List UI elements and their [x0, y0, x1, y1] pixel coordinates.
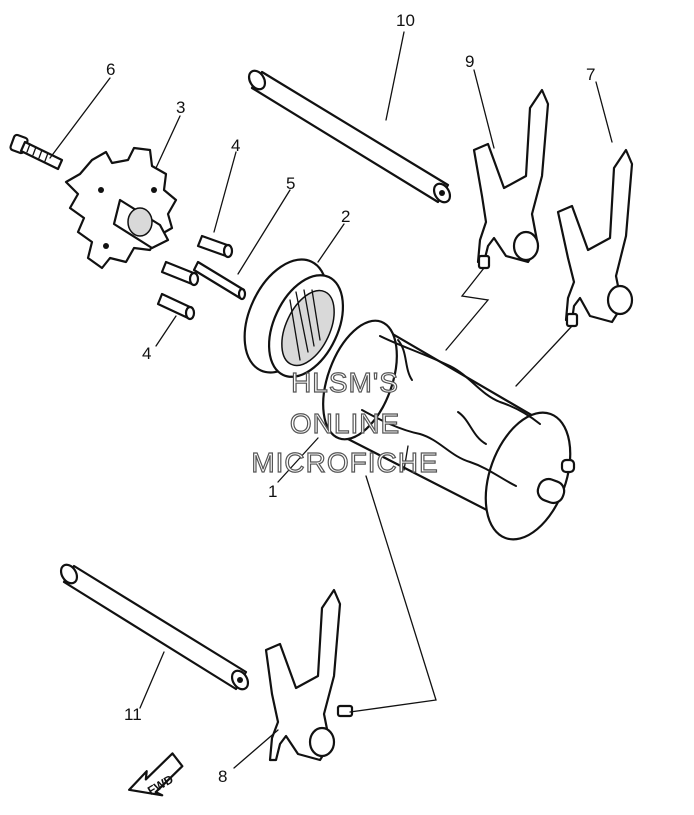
needle-bearing: [243, 258, 345, 378]
callout-9: 9: [465, 52, 474, 71]
callout-1: 1: [268, 482, 277, 501]
dowel-pin-lower: [156, 292, 196, 321]
callout-7: 7: [586, 65, 595, 84]
shift-cam-segment: [64, 146, 178, 270]
callout-2: 2: [341, 207, 350, 226]
watermark-line-2: ONLINE: [290, 408, 400, 439]
callout-4-lower: 4: [142, 344, 151, 363]
callout-5: 5: [286, 174, 295, 193]
bolt: [9, 133, 64, 171]
dowel-pin-upper: [196, 234, 234, 259]
shift-fork-right: [556, 148, 634, 328]
shift-fork-rod-upper: [247, 69, 452, 204]
watermark-line-1: HLSM'S: [291, 367, 399, 398]
long-pin: [192, 260, 247, 301]
engagement-lines: [349, 267, 573, 713]
watermark-line-3: MICROFICHE: [251, 447, 438, 478]
callout-11: 11: [124, 705, 142, 724]
shift-fork-lower: [264, 588, 354, 762]
shift-fork-upper: [472, 88, 550, 270]
watermark: HLSM'S ONLINE MICROFICHE: [251, 366, 439, 478]
leader-lines: [49, 31, 613, 769]
dowel-pin-middle: [160, 260, 200, 287]
fwd-arrow-icon: FWD: [128, 752, 184, 798]
callout-4-upper: 4: [231, 136, 240, 155]
shift-cam-drum: [322, 319, 576, 541]
callout-6: 6: [106, 60, 115, 79]
callout-10: 10: [396, 11, 415, 30]
shift-fork-rod-lower: [59, 563, 250, 691]
callout-8: 8: [218, 767, 227, 786]
callout-3: 3: [176, 98, 185, 117]
